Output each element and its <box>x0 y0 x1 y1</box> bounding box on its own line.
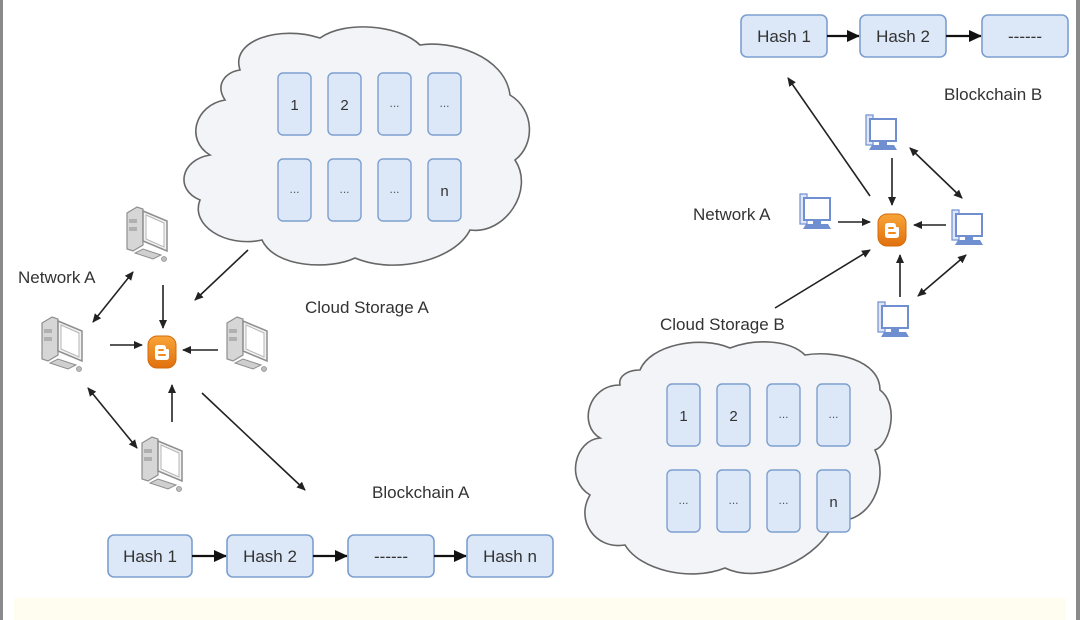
cloud-a-cell-2 <box>327 72 362 136</box>
cloud-a-cell-text-4: ... <box>439 96 449 110</box>
arrow-hub-to-blockchain-b <box>787 77 871 197</box>
caption-strip <box>14 598 1066 620</box>
cloud-b-cell-2 <box>716 383 751 447</box>
cloud-b-cell-text-8: n <box>829 494 837 511</box>
arrow-right-bottom-bidirectional-b <box>917 254 967 297</box>
cloud-a-cell-4 <box>427 72 462 136</box>
cloud-a-cell-8 <box>427 158 462 222</box>
blockchain-b-block-text-1: Hash 1 <box>757 27 811 46</box>
cloud-a-cell-text-6: ... <box>339 182 349 196</box>
cloud-b-cell-8 <box>816 469 851 533</box>
arrow-top-left-bidirectional-a <box>92 271 134 323</box>
cloud-b-cell-text-1: 1 <box>679 408 687 425</box>
computer-node-bottom-left-net <box>141 436 183 493</box>
cloud-storage-b-label: Cloud Storage B <box>660 315 785 334</box>
cloud-b-cell-5 <box>666 469 701 533</box>
cloud-b-cell-text-6: ... <box>728 493 738 507</box>
computer-node-left-right-net <box>799 193 832 230</box>
arrow-cloud-a-to-hub <box>194 249 249 301</box>
computer-node-right-left-net <box>226 316 268 373</box>
blockchain-b-block-3 <box>981 14 1069 58</box>
computer-node-right-right-net <box>951 209 984 246</box>
computer-node-bottom-right-net <box>877 301 910 338</box>
cloud-a-cell-6 <box>327 158 362 222</box>
blockchain-a-block-4 <box>466 534 554 578</box>
cloud-a-cell-text-8: n <box>440 183 448 200</box>
cloud-a-cell-text-3: ... <box>389 96 399 110</box>
blockchain-a-block-text-4: Hash n <box>483 547 537 566</box>
network-a-label-right: Network A <box>693 205 771 224</box>
cloud-b-cell-4 <box>816 383 851 447</box>
arrow-top-right-bidirectional-b <box>909 147 963 199</box>
cloud-a-cell-text-5: ... <box>289 182 299 196</box>
cloud-a-cell-3 <box>377 72 412 136</box>
cloud-b-cell-text-5: ... <box>678 493 688 507</box>
computer-node-top-right-net <box>865 114 898 151</box>
blockchain-a-block-text-3: ------ <box>374 547 408 566</box>
cloud-a-cell-7 <box>377 158 412 222</box>
blockchain-a-block-text-1: Hash 1 <box>123 547 177 566</box>
blockchain-b-block-text-2: Hash 2 <box>876 27 930 46</box>
cloud-b-cell-text-4: ... <box>828 407 838 421</box>
cloud-a-cell-1 <box>277 72 312 136</box>
cloud-b-cell-6 <box>716 469 751 533</box>
computer-node-top-left-net <box>126 206 168 263</box>
blockchain-a-block-text-2: Hash 2 <box>243 547 297 566</box>
cloud-b-cell-text-3: ... <box>778 407 788 421</box>
blogger-icon <box>147 335 177 369</box>
cloud-b-cell-text-2: 2 <box>729 408 737 425</box>
arrow-hub-to-blockchain-a <box>201 392 306 491</box>
cloud-a-cell-text-2: 2 <box>340 97 348 114</box>
blockchain-b-block-text-3: ------ <box>1008 27 1042 46</box>
blogger-icon <box>877 213 907 247</box>
cloud-b-cell-1 <box>666 383 701 447</box>
cloud-a-cell-5 <box>277 158 312 222</box>
arrow-left-bottom-bidirectional-a <box>87 387 138 449</box>
cloud-storage-a <box>183 26 531 266</box>
network-a-label-left: Network A <box>18 268 96 287</box>
blockchain-a-label: Blockchain A <box>372 483 470 502</box>
cloud-b-cell-3 <box>766 383 801 447</box>
blockchain-b-label: Blockchain B <box>944 85 1042 104</box>
cloud-a-cell-text-7: ... <box>389 182 399 196</box>
cloud-storage-b <box>574 341 892 575</box>
cloud-a-cell-text-1: 1 <box>290 97 298 114</box>
arrow-cloud-b-to-hub <box>774 249 871 309</box>
cloud-b-cell-7 <box>766 469 801 533</box>
computer-node-left-left-net <box>41 316 83 373</box>
cloud-storage-a-label: Cloud Storage A <box>305 298 429 317</box>
cloud-b-cell-text-7: ... <box>778 493 788 507</box>
